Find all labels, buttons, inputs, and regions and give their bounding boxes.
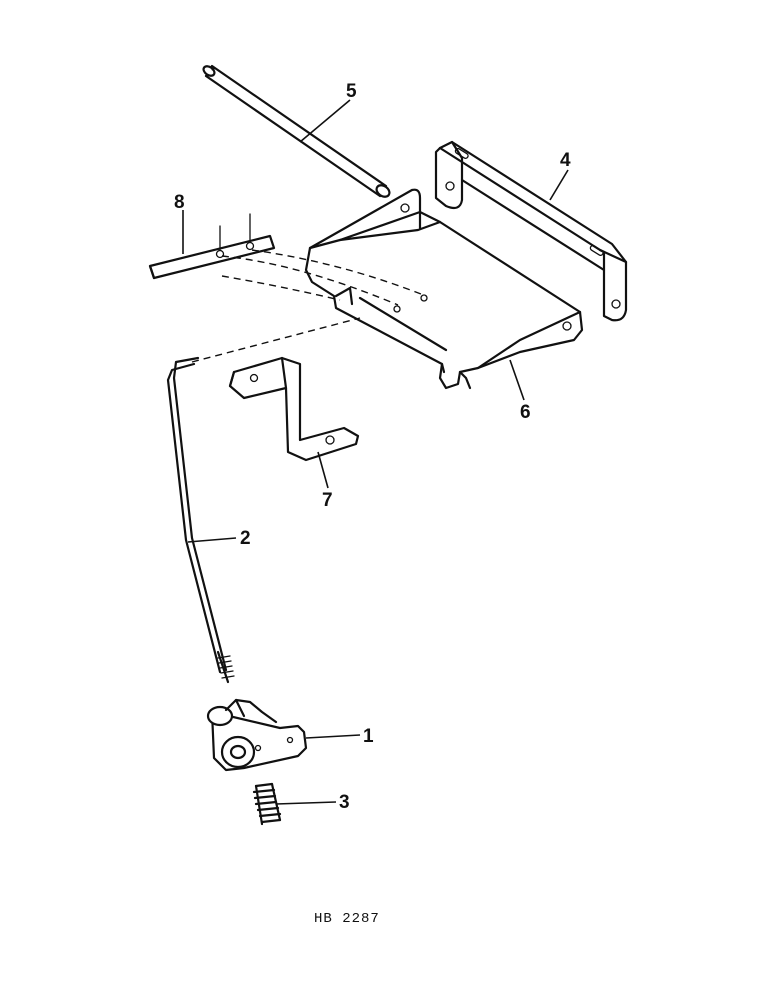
part-6-mounting-plate — [304, 188, 584, 390]
callout-1: 1 — [363, 726, 374, 747]
callout-6: 6 — [520, 402, 531, 423]
callout-4: 4 — [560, 150, 571, 171]
callout-7: 7 — [322, 490, 333, 511]
part-4-channel-bracket — [434, 140, 628, 322]
callout-3: 3 — [339, 792, 350, 813]
part-7-z-bracket — [228, 356, 360, 462]
callout-8: 8 — [174, 192, 185, 213]
part-5-rod — [202, 64, 391, 198]
callout-5: 5 — [346, 81, 357, 102]
leader-lines — [182, 99, 569, 805]
part-2-bent-rod — [166, 356, 235, 684]
figure-code: HB 2287 — [314, 911, 380, 927]
part-1-pivot-block — [206, 698, 308, 772]
part-3-spring — [252, 782, 282, 826]
callout-2: 2 — [240, 528, 251, 549]
part-8-strip-plate — [148, 213, 276, 280]
alignment-lines — [191, 249, 427, 363]
